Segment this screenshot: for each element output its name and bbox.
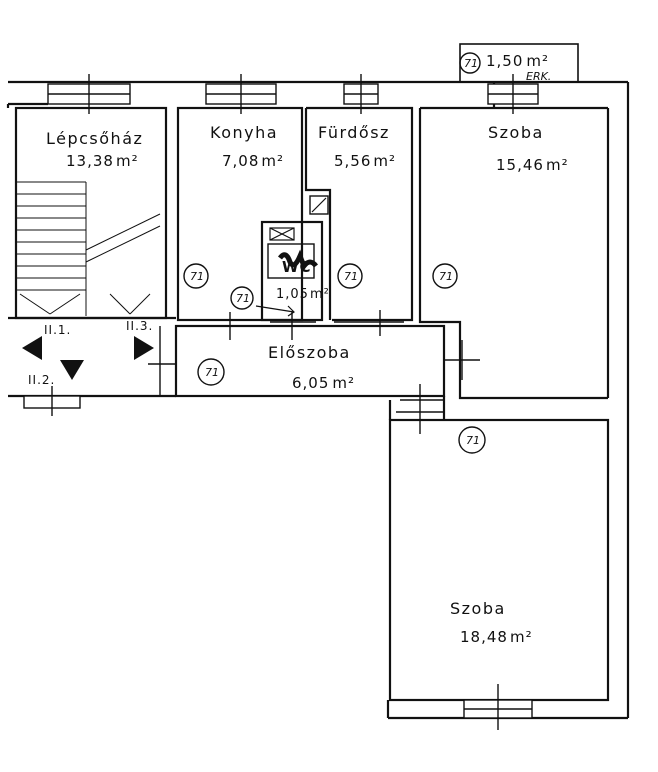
- stair-marker-label: II.3.: [126, 319, 153, 333]
- stairs: [16, 181, 161, 316]
- room-name-wc: WC: [282, 258, 312, 276]
- room-name-eloszoba: Előszoba: [268, 343, 351, 362]
- circle-label: 71: [190, 270, 204, 283]
- room-area-wc: 1,05m²: [276, 287, 330, 302]
- circle-label: 71: [236, 292, 250, 305]
- circle-markers: [183, 52, 486, 454]
- stair-marker-label: II.1.: [44, 323, 71, 337]
- windows: [23, 74, 539, 730]
- stair-marker-label: II.2.: [28, 373, 55, 387]
- room-name-lepcsohaz: Lépcsőház: [46, 129, 143, 148]
- circle-label: 71: [439, 270, 453, 283]
- room-name-szoba2: Szoba: [450, 599, 506, 618]
- circle-label: 71: [205, 366, 219, 379]
- room-name-furdosz: Fürdősz: [318, 123, 390, 142]
- room-name-szoba1: Szoba: [488, 123, 544, 142]
- balcony-name: ERK.: [526, 70, 551, 83]
- circle-label: 71: [464, 57, 478, 70]
- circle-label: 71: [466, 434, 480, 447]
- room-name-konyha: Konyha: [210, 123, 278, 142]
- door-marks: [148, 310, 480, 434]
- wc-scribble: [278, 249, 318, 272]
- stair-arrows: [22, 336, 154, 380]
- circle-label: 71: [344, 270, 358, 283]
